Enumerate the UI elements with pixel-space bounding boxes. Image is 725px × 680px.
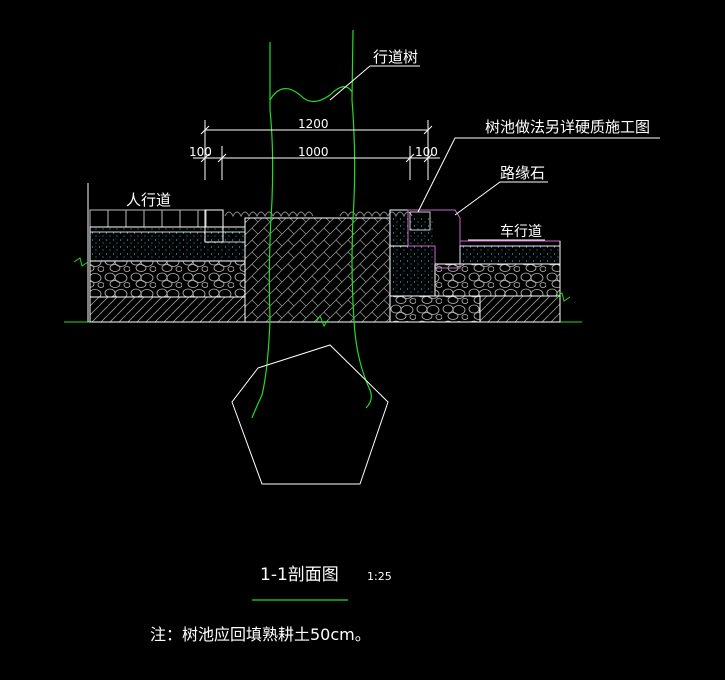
road-base-course — [459, 245, 561, 265]
sidewalk-concrete-base — [89, 226, 246, 262]
root-ball-outline — [231, 344, 389, 485]
construction-note: 注：树池应回填熟耕土50cm。 — [150, 625, 371, 644]
label-tree-pit-note: 树池做法另详硬质施工图 — [485, 118, 650, 136]
dim-overall: 1200 — [298, 117, 329, 131]
sidewalk-gravel-base — [89, 260, 246, 298]
break-mark-left — [73, 257, 89, 267]
tree-grate — [224, 211, 413, 218]
sidewalk-pavers — [89, 209, 207, 228]
roadway-layers — [389, 209, 561, 323]
break-mark-right — [555, 292, 571, 302]
dim-inner: 1000 — [298, 145, 329, 159]
label-street-tree: 行道树 — [373, 48, 418, 66]
dim-right-edge: 100 — [415, 145, 438, 159]
road-subgrade — [479, 295, 561, 323]
sidewalk-subgrade — [89, 296, 246, 323]
break-mark-center — [315, 314, 329, 328]
drawing-title: 1-1剖面图 — [260, 565, 339, 585]
road-surface-course — [459, 240, 561, 247]
road-stone-footing — [389, 295, 481, 323]
drawing-scale: 1:25 — [367, 570, 392, 583]
label-roadway: 车行道 — [500, 223, 542, 240]
road-gravel-course — [434, 263, 561, 297]
dim-left-edge: 100 — [189, 145, 212, 159]
tree-pit-soil — [244, 217, 391, 323]
tree-trunk — [251, 29, 372, 419]
leader-lines — [329, 65, 660, 241]
label-sidewalk: 人行道 — [126, 191, 171, 209]
label-curb-stone: 路缘石 — [500, 164, 545, 182]
dimension-lines — [193, 120, 440, 180]
sidewalk-layers — [89, 209, 246, 323]
